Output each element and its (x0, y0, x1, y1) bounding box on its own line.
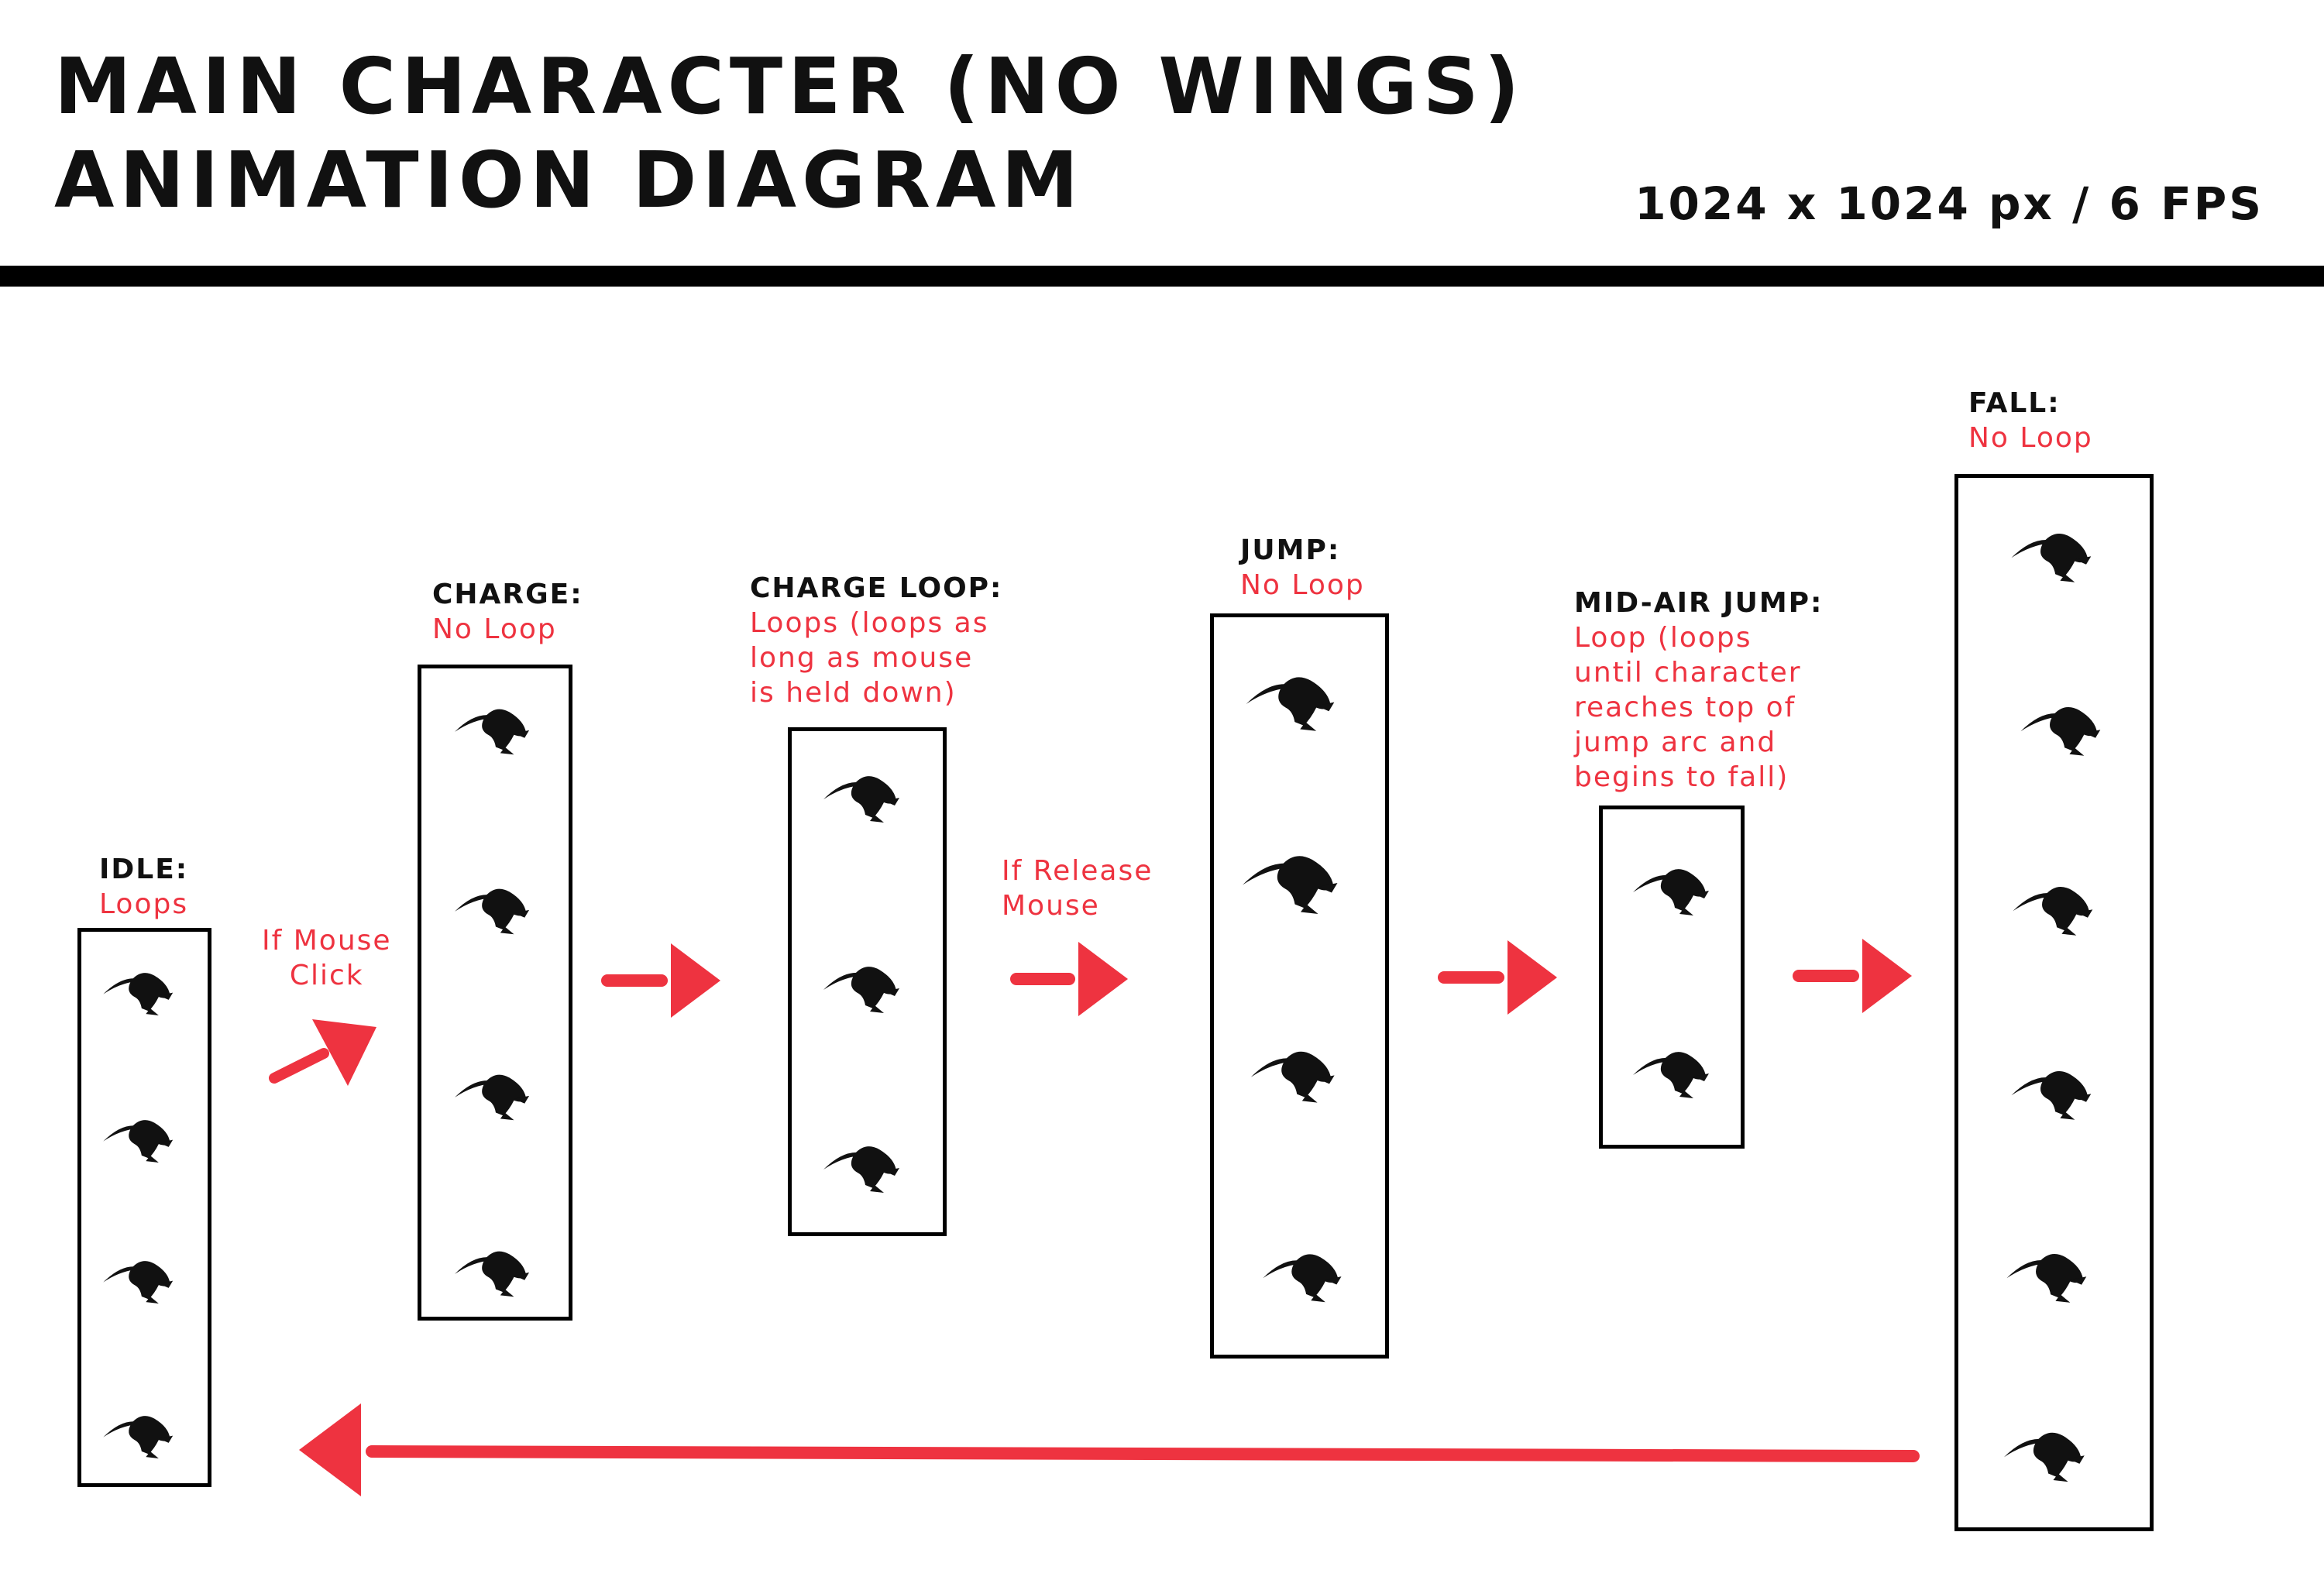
state-name: CHARGE LOOP: (750, 572, 1003, 604)
frame-strip-mid-air-jump (1599, 806, 1745, 1149)
character-silhouette-icon (823, 776, 899, 823)
arrow-charge-to-charge-loop-head (671, 943, 720, 1018)
diagram-title-line2: ANIMATION DIAGRAM (54, 135, 1084, 225)
state-name: FALL: (1968, 387, 2061, 419)
character-silhouette-icon (103, 1416, 174, 1458)
state-name: CHARGE: (432, 579, 583, 610)
transition-label-line: If Mouse (262, 925, 392, 957)
arrow-charge-loop-to-jump-head (1078, 942, 1128, 1016)
character-silhouette-icon (2020, 706, 2101, 756)
character-silhouette-icon (2013, 886, 2093, 936)
character-silhouette-icon (103, 973, 174, 1015)
character-silhouette-icon (1246, 677, 1335, 731)
character-silhouette-icon (823, 1146, 899, 1193)
spec-label: 1024 x 1024 px / 6 FPS (1635, 177, 2264, 230)
arrow-idle-to-charge-shaft (269, 1048, 329, 1084)
character-silhouette-icon (2006, 1253, 2087, 1303)
transition-label-line: If Release (1002, 855, 1153, 887)
arrow-fall-to-idle-shaft (366, 1445, 1920, 1462)
character-silhouette-icon (103, 1261, 174, 1304)
transition-label-release-mouse: If Release Mouse (1002, 854, 1153, 923)
state-name: JUMP: (1240, 534, 1341, 566)
character-silhouette-icon (1633, 1052, 1709, 1098)
state-desc-line: No Loop (1240, 569, 1365, 601)
state-name: IDLE: (99, 854, 189, 885)
character-silhouette-icon (1263, 1254, 1342, 1303)
state-desc-line: begins to fall) (1574, 761, 1789, 793)
state-label-fall: FALL: No Loop (1968, 386, 2093, 455)
state-desc-line: reaches top of (1574, 692, 1796, 723)
arrow-mid-air-to-fall-head (1862, 939, 1912, 1013)
frame-strip-jump (1210, 613, 1389, 1359)
transition-label-mouse-click: If Mouse Click (262, 923, 392, 993)
character-silhouette-icon (1250, 1051, 1335, 1103)
frame-strip-fall (1954, 474, 2154, 1531)
state-desc-line: until character (1574, 657, 1802, 689)
frame-strip-idle (77, 928, 211, 1487)
character-silhouette-icon (103, 1120, 174, 1163)
character-silhouette-icon (1633, 869, 1709, 915)
state-label-charge: CHARGE: No Loop (432, 577, 583, 647)
diagram-title-line1: MAIN CHARACTER (NO WINGS) (54, 41, 1525, 132)
state-desc-line: No Loop (1968, 422, 2093, 454)
character-silhouette-icon (2011, 533, 2092, 582)
transition-label-line: Mouse (1002, 890, 1100, 922)
state-label-jump: JUMP: No Loop (1240, 533, 1365, 603)
state-desc-line: long as mouse (750, 642, 974, 674)
state-desc-line: jump arc and (1574, 727, 1777, 758)
character-silhouette-icon (1243, 856, 1338, 914)
state-desc-line: No Loop (432, 613, 557, 645)
arrow-fall-to-idle-head (299, 1403, 361, 1496)
state-label-idle: IDLE: Loops (99, 852, 188, 922)
frame-strip-charge (418, 665, 572, 1321)
character-silhouette-icon (823, 967, 899, 1013)
state-desc-line: is held down) (750, 677, 957, 709)
character-silhouette-icon (455, 709, 530, 755)
character-silhouette-icon (2003, 1432, 2085, 1482)
state-desc-line: Loops (99, 888, 189, 920)
arrow-idle-to-charge-head (312, 1019, 376, 1086)
character-silhouette-icon (455, 888, 530, 935)
state-desc-line: Loop (loops (1574, 622, 1752, 654)
character-silhouette-icon (455, 1251, 530, 1297)
transition-label-line: Click (289, 960, 364, 991)
state-label-charge-loop: CHARGE LOOP: Loops (loops as long as mou… (750, 571, 1002, 710)
state-label-mid-air-jump: MID-AIR JUMP: Loop (loops until characte… (1574, 586, 1823, 795)
state-name: MID-AIR JUMP: (1574, 587, 1824, 619)
arrow-jump-to-mid-air-head (1508, 940, 1557, 1015)
character-silhouette-icon (2011, 1070, 2092, 1120)
header-divider (0, 266, 2324, 287)
character-silhouette-icon (455, 1074, 530, 1121)
state-desc-line: Loops (loops as (750, 607, 989, 639)
